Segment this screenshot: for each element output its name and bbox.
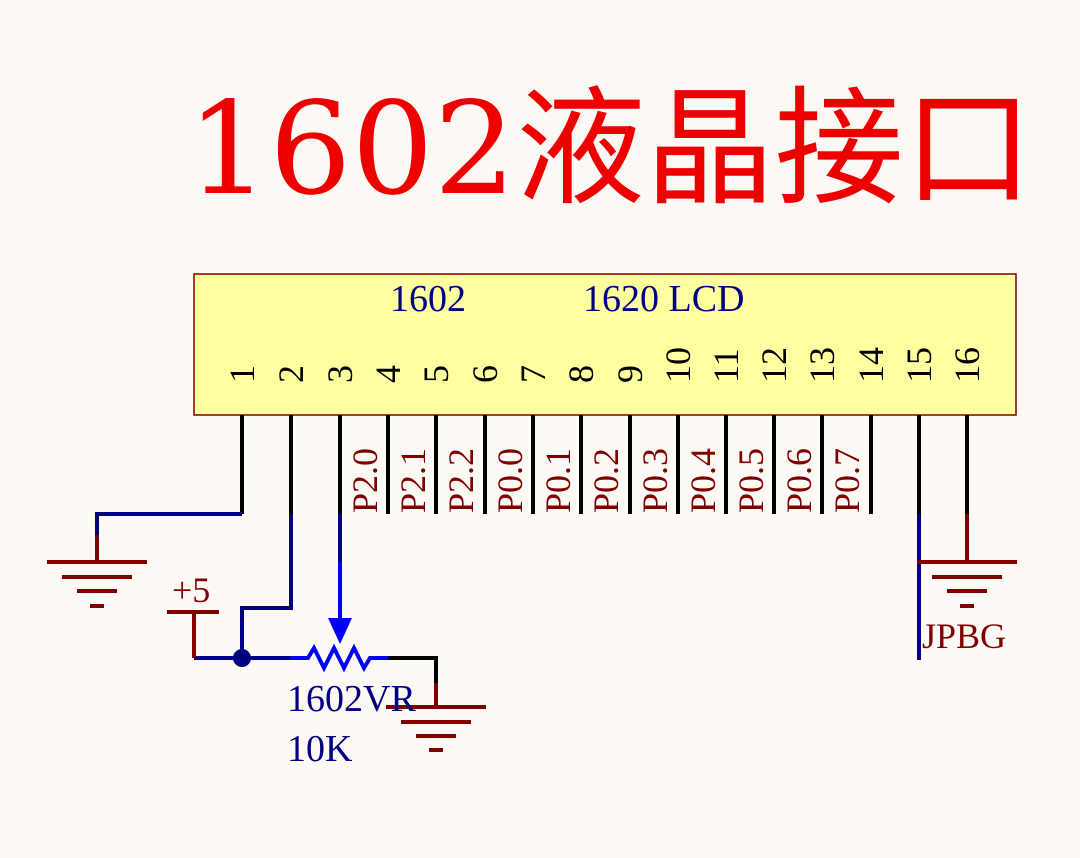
- potentiometer-value: 10K: [287, 728, 353, 770]
- wire-pin2-to-vcc: [240, 514, 293, 658]
- net-label: P0.3: [635, 448, 675, 513]
- jumper-label: JPBG: [922, 616, 1006, 656]
- wire-pin1-to-ground: [95, 512, 242, 562]
- lcd-pin-number: 4: [368, 365, 408, 383]
- net-label: P0.6: [779, 448, 819, 513]
- net-label: P0.2: [586, 448, 626, 513]
- net-label: P2.1: [393, 448, 433, 513]
- lcd-pin-number: 3: [320, 365, 360, 383]
- lcd-pin-number: 16: [947, 347, 987, 383]
- lcd-label-1620-lcd: 1620 LCD: [583, 278, 745, 320]
- lcd-pin-number: 10: [658, 347, 698, 383]
- lcd-label-1602: 1602: [390, 278, 466, 320]
- lcd-pin-number: 12: [754, 347, 794, 383]
- lcd-pin-number: 1: [222, 365, 262, 383]
- net-label: P2.0: [345, 448, 385, 513]
- net-label: P2.2: [441, 448, 481, 513]
- lcd-pin-number: 7: [513, 365, 553, 383]
- net-label: P0.5: [731, 448, 771, 513]
- net-label: P0.7: [827, 448, 867, 513]
- lcd-pin-number: 9: [610, 365, 650, 383]
- lcd-pin-number: 11: [706, 348, 746, 383]
- net-label: P0.1: [538, 448, 578, 513]
- lcd-module-body: [193, 273, 1017, 416]
- vcc-power-symbol: [167, 610, 219, 658]
- schematic-title: 1602液晶接口: [187, 75, 1033, 224]
- junction-dot: [233, 649, 251, 667]
- potentiometer-designator: 1602VR: [287, 678, 416, 720]
- net-label: P0.0: [490, 448, 530, 513]
- lcd-pin-number: 6: [465, 365, 505, 383]
- ground-symbol-right: [917, 514, 1017, 608]
- potentiometer-symbol: [290, 562, 388, 673]
- vcc-label: +5: [172, 570, 210, 610]
- lcd-pin-number: 14: [851, 347, 891, 383]
- net-label: P0.4: [683, 448, 723, 513]
- ground-symbol-pot: [386, 683, 486, 752]
- lcd-pin-number: 5: [416, 365, 456, 383]
- ground-symbol-left: [47, 535, 147, 608]
- lcd-pin-number: 8: [561, 365, 601, 383]
- lcd-pin-number: 13: [802, 347, 842, 383]
- lcd-pin-stubs: [240, 415, 969, 514]
- lcd-pin-number: 15: [899, 347, 939, 383]
- lcd-pin-number: 2: [271, 365, 311, 383]
